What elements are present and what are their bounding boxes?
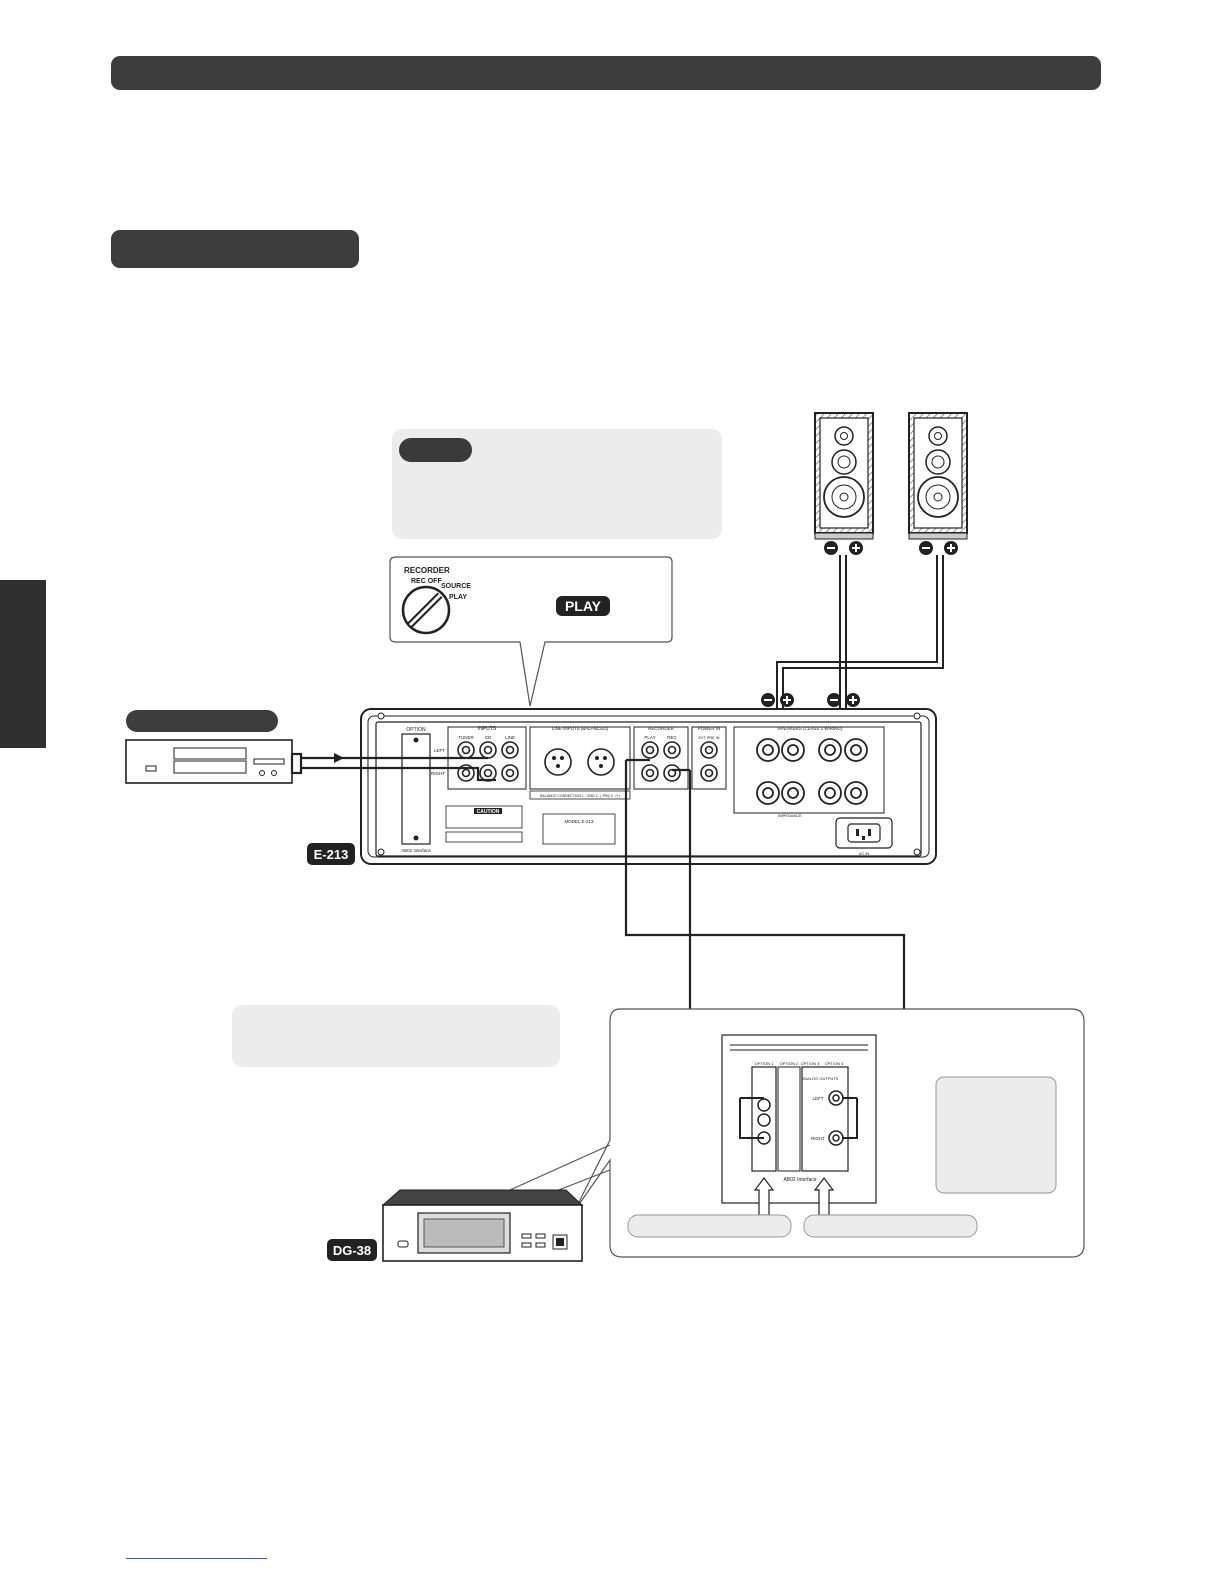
cd-player-label-pill: [126, 710, 278, 732]
speaker-right: [814, 412, 874, 555]
callout-play-label: PLAY: [449, 594, 467, 601]
amp-caution-label: CAUTION: [477, 809, 500, 815]
amp-balance-note: BALANCE CONNECTION 1 : GND 2 : (-PIN) 3 …: [540, 794, 620, 798]
polarity-markers: [761, 693, 860, 707]
amp-line-label: LINE: [505, 735, 515, 740]
dac-option3: OPTION 3: [801, 1061, 820, 1066]
dac-option4: OPTION 4: [825, 1061, 844, 1066]
amp-ext-pre-in-label: EXT PRE IN: [698, 736, 719, 740]
amp-impedance-label: IMPEDANCE: [778, 813, 802, 818]
amp-recorder-label: RECORDER: [648, 726, 675, 731]
callout-recorder-label: RECORDER: [404, 566, 450, 575]
dac-option2: OPTION 2: [780, 1061, 799, 1066]
dac-option1: OPTION 1: [755, 1061, 774, 1066]
dac-abs2-label: AB02 Interface: [783, 1177, 816, 1183]
recorder-callout: [389, 556, 673, 707]
side-tab: [0, 580, 46, 748]
note-box-2: [232, 1005, 560, 1067]
dac-model-badge: DG-38: [333, 1243, 371, 1258]
dac-analog-output-label: ANALOG OUTPUTS: [802, 1076, 839, 1081]
amp-power-in-label: POWER IN: [698, 726, 721, 731]
section-header-bar: [111, 56, 1101, 90]
subsection-header-bar: [111, 230, 359, 268]
amp-model-badge: E-213: [314, 847, 349, 862]
amp-inputs-label: INPUTS: [478, 726, 497, 732]
callout-source-label: SOURCE: [441, 583, 471, 590]
amp-tuner-label: TUNER: [458, 735, 474, 740]
dac-right-label: RIGHT: [811, 1136, 825, 1141]
play-badge: PLAY: [565, 598, 602, 614]
amplifier-e213: [307, 708, 937, 865]
amp-abs2-label: AB02 Interface: [401, 848, 431, 853]
amp-right-label: RIGHT: [431, 771, 445, 776]
speaker-left: [908, 412, 968, 555]
callout-rec-off-label: REC OFF: [411, 578, 442, 585]
dac-callout: [509, 1008, 1085, 1258]
amp-option-label: OPTION: [406, 727, 426, 733]
amp-cd-label: CD: [485, 735, 492, 740]
amp-rec-label: REC: [667, 735, 677, 740]
dac-dg38: [327, 1189, 584, 1262]
dac-left-label: LEFT: [812, 1096, 823, 1101]
footer-link-underline: [126, 1558, 267, 1559]
amp-model-plate: MODEL E-213: [564, 819, 594, 824]
amp-balanced-label: LINE INPUTS (BALANCED): [552, 726, 609, 731]
note-pill: [399, 438, 472, 462]
amp-left-label: LEFT: [434, 748, 445, 753]
cd-player: [125, 739, 293, 784]
cd-cable: [290, 752, 496, 782]
amp-rec-play-label: PLAY: [644, 735, 655, 740]
amp-ac-in-label: AC IN: [859, 851, 870, 856]
amp-speakers-label: SPEAKERS (CLASS 2 WIRING): [777, 726, 843, 731]
